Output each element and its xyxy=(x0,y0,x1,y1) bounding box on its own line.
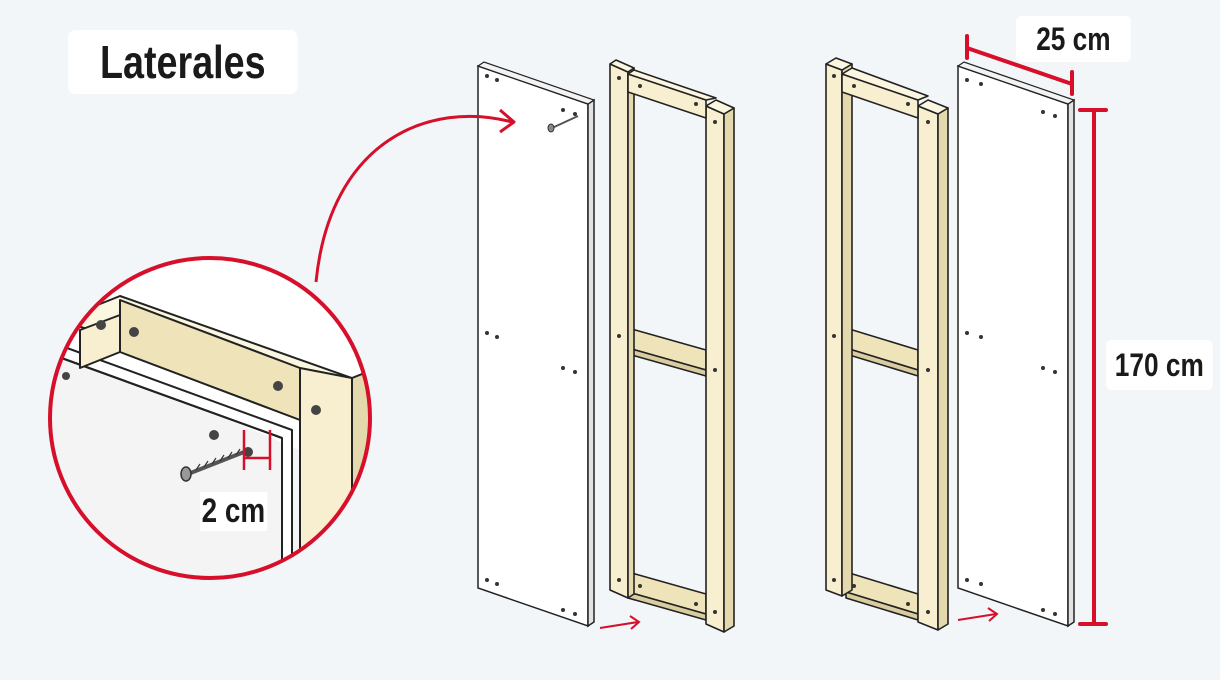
wood-frame-left xyxy=(609,59,735,633)
wood-frame-right xyxy=(825,57,949,631)
arrow-icon xyxy=(599,615,641,630)
page-title: Laterales xyxy=(68,30,298,94)
side-panel-right xyxy=(956,61,1076,628)
screw-icon xyxy=(547,115,579,133)
spacing-marker xyxy=(242,430,272,470)
callout-arrow xyxy=(314,108,516,283)
width-label: 25 cm xyxy=(1016,16,1131,62)
height-dimension-line xyxy=(1078,108,1108,626)
side-panel-left xyxy=(476,61,596,628)
arrow-icon xyxy=(957,607,999,622)
screw-icon xyxy=(180,448,245,482)
detail-magnifier xyxy=(48,256,372,580)
height-label: 170 cm xyxy=(1106,340,1213,390)
screw-spacing-label: 2 cm xyxy=(200,492,267,531)
width-dimension-line xyxy=(965,34,1074,96)
